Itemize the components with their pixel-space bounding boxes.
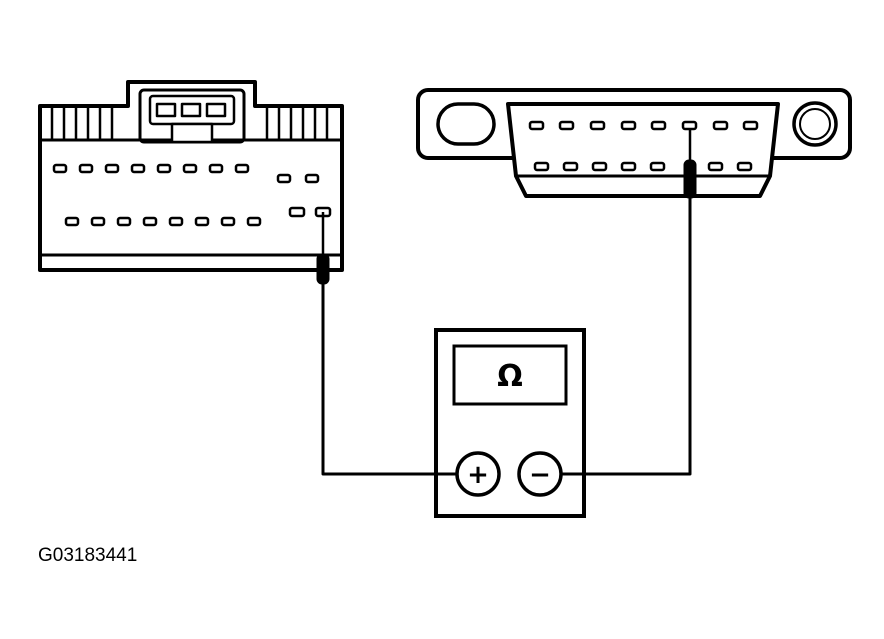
right-connector [416, 88, 852, 198]
test-leads [316, 128, 697, 476]
positive-terminal-label: + [467, 460, 489, 490]
left-probe-handle [316, 253, 330, 285]
left-connector-pins-top [52, 163, 320, 184]
negative-lead-wire [561, 198, 692, 476]
positive-lead-wire [321, 284, 457, 476]
ohmmeter [434, 328, 586, 518]
right-connector-pins-bottom [533, 161, 753, 172]
ohmmeter-body [434, 328, 586, 518]
right-connector-body [506, 102, 780, 198]
right-connector-pins-top [528, 120, 759, 131]
negative-terminal-label: − [529, 460, 551, 490]
left-connector-body [38, 80, 344, 272]
ohm-symbol: Ω [497, 359, 523, 394]
left-connector-latch [138, 88, 246, 144]
left-connector-pins-bottom [64, 206, 332, 227]
right-mount-hole [792, 101, 838, 147]
left-connector [38, 80, 344, 272]
left-mount-slot [436, 102, 496, 146]
right-probe-handle [683, 159, 697, 199]
figure-code: G03183441 [38, 545, 137, 566]
ohmmeter-display [452, 344, 568, 406]
